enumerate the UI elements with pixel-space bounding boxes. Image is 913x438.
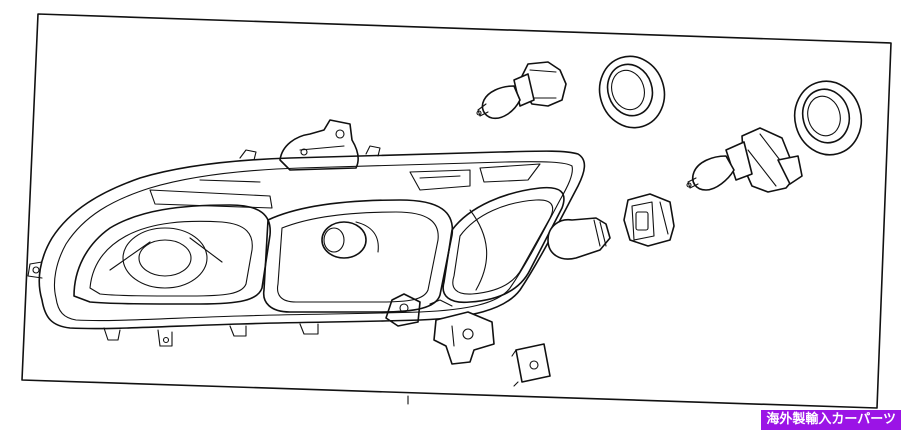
seal-ring-upper <box>598 55 666 129</box>
bulb-socket <box>623 193 675 247</box>
seal-ring-right <box>793 80 863 156</box>
diagram-frame <box>21 13 892 409</box>
headlight-housing <box>27 119 586 347</box>
mounting-bracket <box>433 311 495 365</box>
headlight-bulb-lower <box>686 127 803 193</box>
headlight-bulb-upper <box>476 61 567 120</box>
watermark-badge: 海外製輸入カーパーツ <box>761 410 901 430</box>
retaining-clip <box>511 343 551 387</box>
wedge-bulb <box>547 217 611 260</box>
